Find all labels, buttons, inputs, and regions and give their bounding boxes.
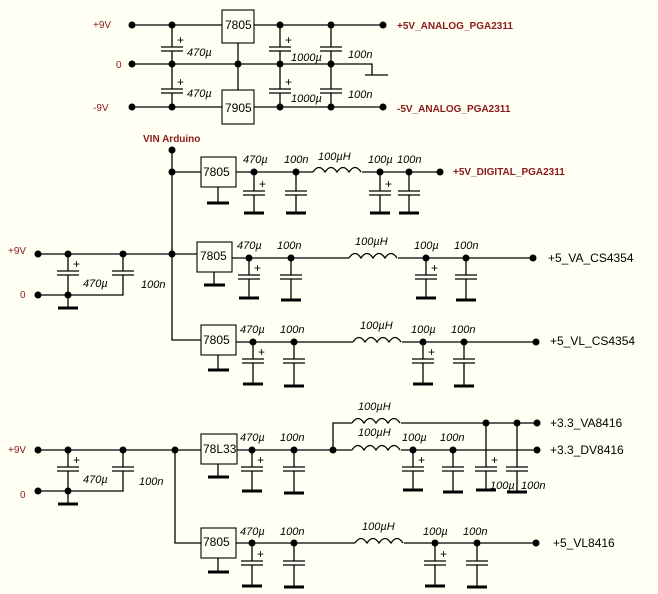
cap-value: 100n [463, 526, 487, 538]
regulator-label: 7905 [225, 101, 252, 115]
regulator-label: 78L33 [203, 442, 237, 456]
junction-dots [128, 21, 387, 111]
plus-mark: + [418, 453, 425, 467]
inductor-value: 100µH [358, 401, 391, 413]
inductor [312, 166, 362, 174]
cap-value: 100n [451, 324, 475, 336]
input-label-plus9v: +9V [8, 445, 26, 456]
plus-mark: + [259, 177, 266, 191]
cap-value: 470µ [240, 432, 265, 444]
regulator-7805 [200, 527, 237, 559]
cap-in-pair [161, 46, 183, 94]
net-label-va-cs4354: +5_VA_CS4354 [548, 251, 634, 265]
net-label-minus5v-analog: -5V_ANALOG_PGA2311 [397, 104, 511, 115]
net-label-dv8416: +3.3_DV8416 [550, 443, 624, 457]
inductor-value: 100µH [362, 521, 395, 533]
cap-out-film [320, 46, 342, 94]
cap-value: 470µ [187, 47, 212, 59]
input-label-plus9v: +9V [8, 246, 26, 257]
net-label-plus5v-digital: +5V_DIGITAL_PGA2311 [453, 167, 565, 178]
regulator-78l33 [200, 433, 238, 465]
cap-value: 100n [440, 432, 464, 444]
plus-mark: + [285, 33, 292, 47]
input-label-vin-arduino: VIN Arduino [143, 134, 200, 145]
regulator-label: 7805 [203, 333, 230, 347]
plus-mark: + [177, 75, 184, 89]
cap-value: 100n [348, 89, 372, 101]
cap-value: 1000µ [291, 52, 322, 64]
inductor-value: 100µH [318, 151, 351, 163]
plus-mark: + [258, 345, 265, 359]
cap-value: 100n [521, 480, 545, 492]
regulator-7805 [196, 241, 233, 273]
top-analog-block: +9V 0 -9V + + 470µ 470µ 7805 7905 + + 10… [93, 9, 513, 125]
regulator-7805 [221, 9, 255, 44]
digital-block: VIN Arduino 7805 100µH + + 470µ 100n 100… [143, 134, 565, 341]
plus-mark: + [491, 453, 498, 467]
net-label-plus5v-analog: +5V_ANALOG_PGA2311 [397, 21, 513, 32]
cap-value: 100n [280, 432, 304, 444]
cap-value: 100n [397, 154, 421, 166]
plus-mark: + [440, 547, 447, 561]
plus-mark: + [73, 453, 80, 467]
cap-value: 470µ [83, 474, 108, 486]
cap-value: 470µ [243, 154, 268, 166]
regulator-label: 7805 [203, 165, 230, 179]
cs8416-block: +9V 0 + 470µ 100n 78L33 100µH 100µH + + … [8, 401, 624, 589]
cap-value: 100n [454, 240, 478, 252]
cap-value: 470µ [237, 240, 262, 252]
net-label-vl-cs4354: +5_VL_CS4354 [550, 334, 635, 348]
regulator-7805 [200, 324, 237, 356]
cap-value: 470µ [240, 324, 265, 336]
cap-value: 470µ [187, 88, 212, 100]
plus-mark: + [431, 261, 438, 275]
plus-mark: + [428, 345, 435, 359]
cap-value: 100n [284, 154, 308, 166]
plus-mark: + [257, 453, 264, 467]
regulator-label: 7805 [225, 18, 252, 32]
cap-value: 100n [280, 526, 304, 538]
regulator-label: 7805 [203, 535, 230, 549]
cap-value: 470µ [240, 526, 265, 538]
cap-value: 100n [141, 279, 165, 291]
plus-mark: + [385, 177, 392, 191]
regulator-7905 [221, 89, 255, 125]
cap-value: 470µ [83, 278, 108, 290]
regulator-label: 7805 [200, 249, 227, 263]
cap-value: 100µ [368, 154, 393, 166]
input-label-0v: 0 [20, 290, 26, 301]
cap-value: 100n [139, 476, 163, 488]
plus-mark: + [285, 75, 292, 89]
inductor-value: 100µH [358, 427, 391, 439]
wire-vin-bus [171, 150, 201, 341]
inductor-value: 100µH [355, 236, 388, 248]
inductor-value: 100µH [360, 320, 393, 332]
cap-value: 100µ [423, 526, 448, 538]
cap-value: 100µ [414, 240, 439, 252]
cap-value: 100µ [411, 324, 436, 336]
net-label-va8416: +3.3_VA8416 [550, 416, 623, 430]
plus-mark: + [177, 33, 184, 47]
cap-out-elec [269, 46, 291, 94]
input-label-0v: 0 [20, 490, 26, 501]
cap-value: 100µ [402, 432, 427, 444]
plus-mark: + [257, 547, 264, 561]
cap-value: 100n [280, 324, 304, 336]
cap-value: 100n [277, 240, 301, 252]
input-label-minus9v: -9V [93, 103, 109, 114]
cs4354-block: +9V 0 + 470µ 100n 7805 100µH + + 470µ 10… [8, 236, 635, 388]
cap-value: 100n [348, 49, 372, 61]
cap-value: 1000µ [291, 93, 322, 105]
plus-mark: + [73, 257, 80, 271]
net-label-vl8416: +5_VL8416 [553, 536, 615, 550]
input-label-0v: 0 [116, 60, 122, 71]
plus-mark: + [254, 261, 261, 275]
cap-value: 100µ [490, 480, 515, 492]
input-label-plus9v: +9V [93, 20, 111, 31]
